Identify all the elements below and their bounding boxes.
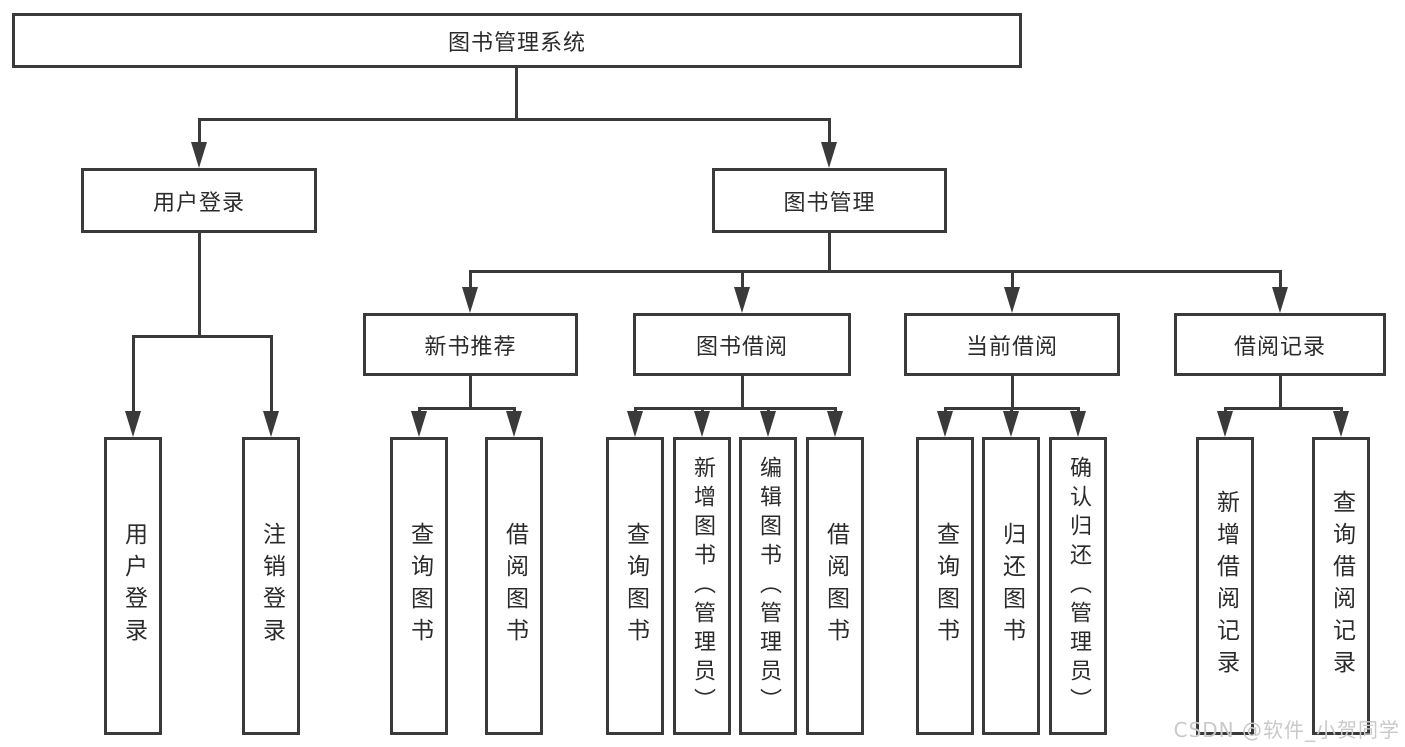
connector-line	[469, 270, 1282, 273]
arrow-down-icon	[263, 411, 279, 437]
node-borrow-records: 借阅记录	[1174, 313, 1386, 376]
connector-line	[1011, 376, 1014, 407]
node-leaf-add-book-admin: 新增图书（管理员）	[673, 437, 731, 735]
node-current-borrowing: 当前借阅	[904, 313, 1120, 376]
connector-line	[1224, 407, 1343, 410]
node-leaf-edit-book-admin: 编辑图书（管理员）	[739, 437, 797, 735]
arrow-down-icon	[1070, 411, 1086, 437]
connector-line	[1279, 376, 1282, 407]
connector-line	[198, 233, 201, 335]
arrow-down-icon	[191, 142, 207, 168]
node-leaf-return-book-label: 归还图书	[998, 522, 1025, 650]
arrow-down-icon	[1003, 411, 1019, 437]
arrow-down-icon	[125, 411, 141, 437]
node-root: 图书管理系统	[12, 13, 1022, 68]
node-leaf-logout-label: 注销登录	[258, 522, 285, 650]
node-leaf-borrow-book-2-label: 借阅图书	[822, 522, 849, 650]
node-leaf-user-login: 用户登录	[104, 437, 162, 735]
connector-line	[828, 233, 831, 270]
node-leaf-add-book-admin-label: 新增图书（管理员）	[690, 455, 715, 717]
arrow-down-icon	[627, 411, 643, 437]
arrow-down-icon	[1217, 411, 1233, 437]
connector-line	[741, 270, 744, 290]
connector-line	[270, 335, 273, 413]
node-leaf-query-book-1-label: 查询图书	[406, 522, 433, 650]
arrow-down-icon	[937, 411, 953, 437]
connector-line	[515, 68, 518, 118]
node-leaf-query-book-2: 查询图书	[606, 437, 664, 735]
connector-line	[132, 335, 135, 413]
connector-line	[469, 376, 472, 407]
csdn-watermark: CSDN @软件_小贺同学	[1173, 718, 1400, 742]
node-book-management: 图书管理	[712, 168, 947, 233]
node-leaf-borrow-book-2: 借阅图书	[806, 437, 864, 735]
connector-line	[198, 118, 831, 121]
arrow-down-icon	[1333, 411, 1349, 437]
node-leaf-query-book-2-label: 查询图书	[622, 522, 649, 650]
node-leaf-query-book-3: 查询图书	[916, 437, 974, 735]
connector-line	[1279, 270, 1282, 290]
node-leaf-add-borrow-record: 新增借阅记录	[1196, 437, 1254, 735]
connector-line	[828, 118, 831, 148]
node-leaf-borrow-book-1-label: 借阅图书	[501, 522, 528, 650]
node-leaf-return-book: 归还图书	[982, 437, 1040, 735]
arrow-down-icon	[827, 411, 843, 437]
arrow-down-icon	[411, 411, 427, 437]
node-leaf-query-borrow-record: 查询借阅记录	[1312, 437, 1370, 735]
node-leaf-query-book-3-label: 查询图书	[932, 522, 959, 650]
arrow-down-icon	[462, 287, 478, 313]
arrow-down-icon	[760, 411, 776, 437]
connector-line	[132, 335, 273, 338]
connector-line	[1011, 270, 1014, 290]
arrow-down-icon	[1272, 287, 1288, 313]
node-leaf-confirm-return-admin: 确认归还（管理员）	[1049, 437, 1107, 735]
node-book-borrowing: 图书借阅	[633, 313, 851, 376]
node-leaf-confirm-return-admin-label: 确认归还（管理员）	[1066, 455, 1091, 717]
node-leaf-query-borrow-record-label: 查询借阅记录	[1328, 490, 1355, 682]
node-new-book-recommend: 新书推荐	[363, 313, 578, 376]
arrow-down-icon	[1004, 287, 1020, 313]
connector-line	[198, 118, 201, 148]
connector-line	[634, 407, 837, 410]
node-leaf-user-login-label: 用户登录	[120, 522, 147, 650]
arrow-down-icon	[821, 142, 837, 168]
node-leaf-edit-book-admin-label: 编辑图书（管理员）	[756, 455, 781, 717]
connector-line	[469, 270, 472, 290]
node-leaf-borrow-book-1: 借阅图书	[485, 437, 543, 735]
arrow-down-icon	[506, 411, 522, 437]
connector-line	[741, 376, 744, 407]
node-user-login: 用户登录	[81, 168, 317, 233]
arrow-down-icon	[694, 411, 710, 437]
connector-line	[418, 407, 516, 410]
node-leaf-logout: 注销登录	[242, 437, 300, 735]
node-leaf-add-borrow-record-label: 新增借阅记录	[1212, 490, 1239, 682]
node-leaf-query-book-1: 查询图书	[390, 437, 448, 735]
arrow-down-icon	[734, 287, 750, 313]
